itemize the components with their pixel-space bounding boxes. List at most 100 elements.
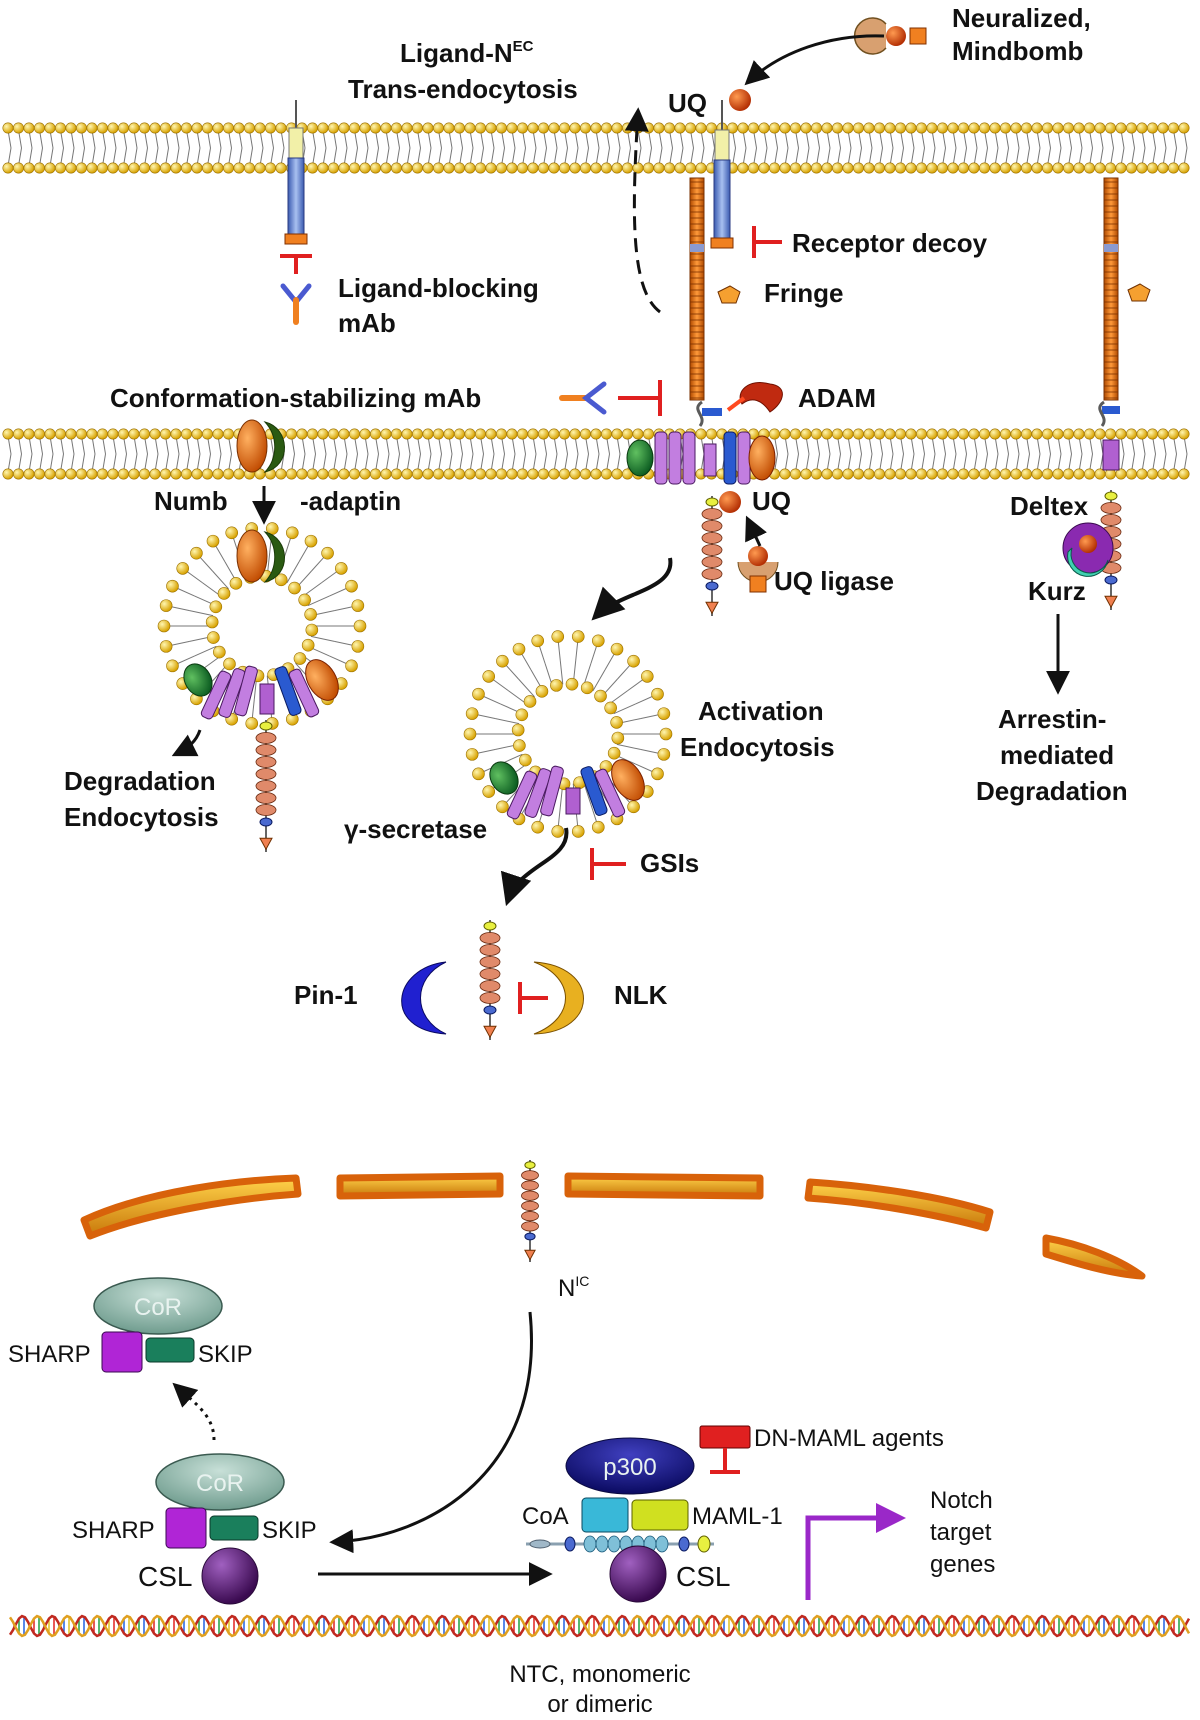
ligand-center [710, 100, 734, 249]
skip-bottom-label: SKIP [262, 1517, 317, 1544]
coa-label: CoA [522, 1503, 569, 1530]
transcription-start-arrow [805, 1503, 906, 1600]
cor-bottom-icon [155, 1453, 285, 1511]
ubiquitin-icon [729, 89, 751, 111]
arrestin-label: Arrestin- [998, 704, 1106, 734]
cor-top-icon [93, 1277, 223, 1335]
sharp-bottom-icon [165, 1507, 207, 1549]
conformation-mab-label: Conformation-stabilizing mAb [110, 383, 481, 413]
inhibitor-ligand-blocking [280, 254, 312, 274]
numb-label: Numb [154, 486, 228, 516]
csl-left-icon [201, 1547, 259, 1605]
csl-right-label: CSL [676, 1561, 730, 1592]
sharp-bottom-label: SHARP [72, 1517, 155, 1544]
p300-icon [565, 1437, 695, 1495]
activation-label: Activation [698, 696, 824, 726]
gamma-secretase-label: γ-secretase [344, 814, 487, 844]
inhibitor-receptor-decoy [752, 226, 782, 258]
uq-ligase-icon [737, 546, 779, 593]
notch-label: Notch [930, 1487, 993, 1514]
dn-maml-label: DN-MAML agents [754, 1425, 944, 1452]
activation-vesicle-contents [489, 759, 645, 820]
nuclear-envelope [80, 1172, 1146, 1280]
conformation-mab-icon [559, 381, 607, 415]
signal-cell-membrane [2, 122, 1190, 174]
receptor-decoy-label: Receptor decoy [792, 228, 988, 258]
p300-label: p300 [603, 1454, 656, 1481]
fringe-right-icon [1127, 283, 1151, 302]
inhibitor-dn-maml [710, 1448, 740, 1474]
adaptin-label: -adaptin [300, 486, 401, 516]
nic-to-csl-arrow [329, 1311, 533, 1554]
activation-vesicle [463, 630, 673, 838]
trans-endocytosis-label: Trans-endocytosis [348, 74, 578, 104]
gsi-arrow [500, 827, 569, 907]
kurz-label: Kurz [1028, 576, 1086, 606]
notch-icd-free [479, 920, 501, 1040]
deltex-label: Deltex [1010, 491, 1089, 521]
neuralized-arrow [744, 34, 885, 86]
ligand-blocking-mab-icon [280, 283, 312, 325]
uq-ligase-arrow [745, 515, 767, 547]
endocytosis-left-label: Endocytosis [64, 802, 219, 832]
notch-transmembrane-right [1098, 400, 1120, 471]
notch-icd-center [701, 496, 723, 616]
neuralized-label: Neuralized, [952, 3, 1091, 33]
gsis-label: GSIs [640, 848, 699, 878]
coa-icon [581, 1497, 629, 1533]
degradation-label: Degradation [976, 776, 1128, 806]
genes-label: genes [930, 1551, 995, 1578]
receiving-cell-membrane [2, 428, 1190, 480]
adam-label: ADAM [798, 383, 876, 413]
notch-icd-degradation [255, 720, 277, 852]
pin1-label: Pin-1 [294, 980, 358, 1010]
dimeric-label: or dimeric [547, 1691, 652, 1718]
nlk-label: NLK [614, 980, 668, 1010]
adam-icon [726, 382, 783, 413]
csl-left-label: CSL [138, 1561, 192, 1592]
mediated-label: mediated [1000, 740, 1114, 770]
nic-label: NIC [558, 1273, 589, 1302]
ntc-label: NTC, monomeric [509, 1661, 690, 1688]
ubiquitin-mid-icon [719, 491, 741, 513]
fringe-icon [717, 285, 741, 304]
cor-release-arrow [172, 1382, 216, 1441]
dna-helix [8, 1614, 1191, 1638]
ligand-left [284, 100, 308, 245]
deltex-kurz-icon [1062, 522, 1114, 577]
maml1-label: MAML-1 [692, 1503, 783, 1530]
notch-icd-nuclear [521, 1160, 539, 1262]
numb-adaptin-complex [236, 419, 285, 473]
degradation-arrow [171, 729, 202, 757]
inhibitor-nlk [518, 982, 548, 1014]
dn-maml-icon [699, 1425, 751, 1449]
mindbomb-label: Mindbomb [952, 36, 1083, 66]
ligand-blocking-label: Ligand-blocking [338, 273, 539, 303]
cor-bottom-label: CoR [196, 1470, 244, 1497]
notch-transmembrane-center [696, 400, 722, 427]
nlk-icon [533, 961, 584, 1035]
skip-top-icon [145, 1337, 195, 1363]
activation-arrow [591, 557, 673, 621]
uq-top-label: UQ [668, 88, 707, 118]
notch-icd-transcription [526, 1535, 714, 1553]
degradation-vesicle-contents [183, 529, 339, 720]
csl-right-icon [609, 1545, 667, 1603]
notch-ecd-right [1103, 177, 1119, 401]
uq-ligase-label: UQ ligase [774, 566, 894, 596]
target-label: target [930, 1519, 992, 1546]
skip-top-label: SKIP [198, 1341, 253, 1368]
notch-ecd-center [689, 177, 705, 401]
maml1-icon [631, 1499, 689, 1531]
uq-mid-label: UQ [752, 486, 791, 516]
sharp-top-label: SHARP [8, 1341, 91, 1368]
pin1-icon [401, 961, 447, 1035]
sharp-top-icon [101, 1331, 143, 1373]
mab-label: mAb [338, 308, 396, 338]
trans-endocytosis-arrow [624, 107, 661, 314]
fringe-label: Fringe [764, 278, 843, 308]
inhibitor-conformation [618, 380, 662, 416]
skip-bottom-icon [209, 1515, 259, 1541]
inhibitor-gsi [590, 848, 626, 880]
